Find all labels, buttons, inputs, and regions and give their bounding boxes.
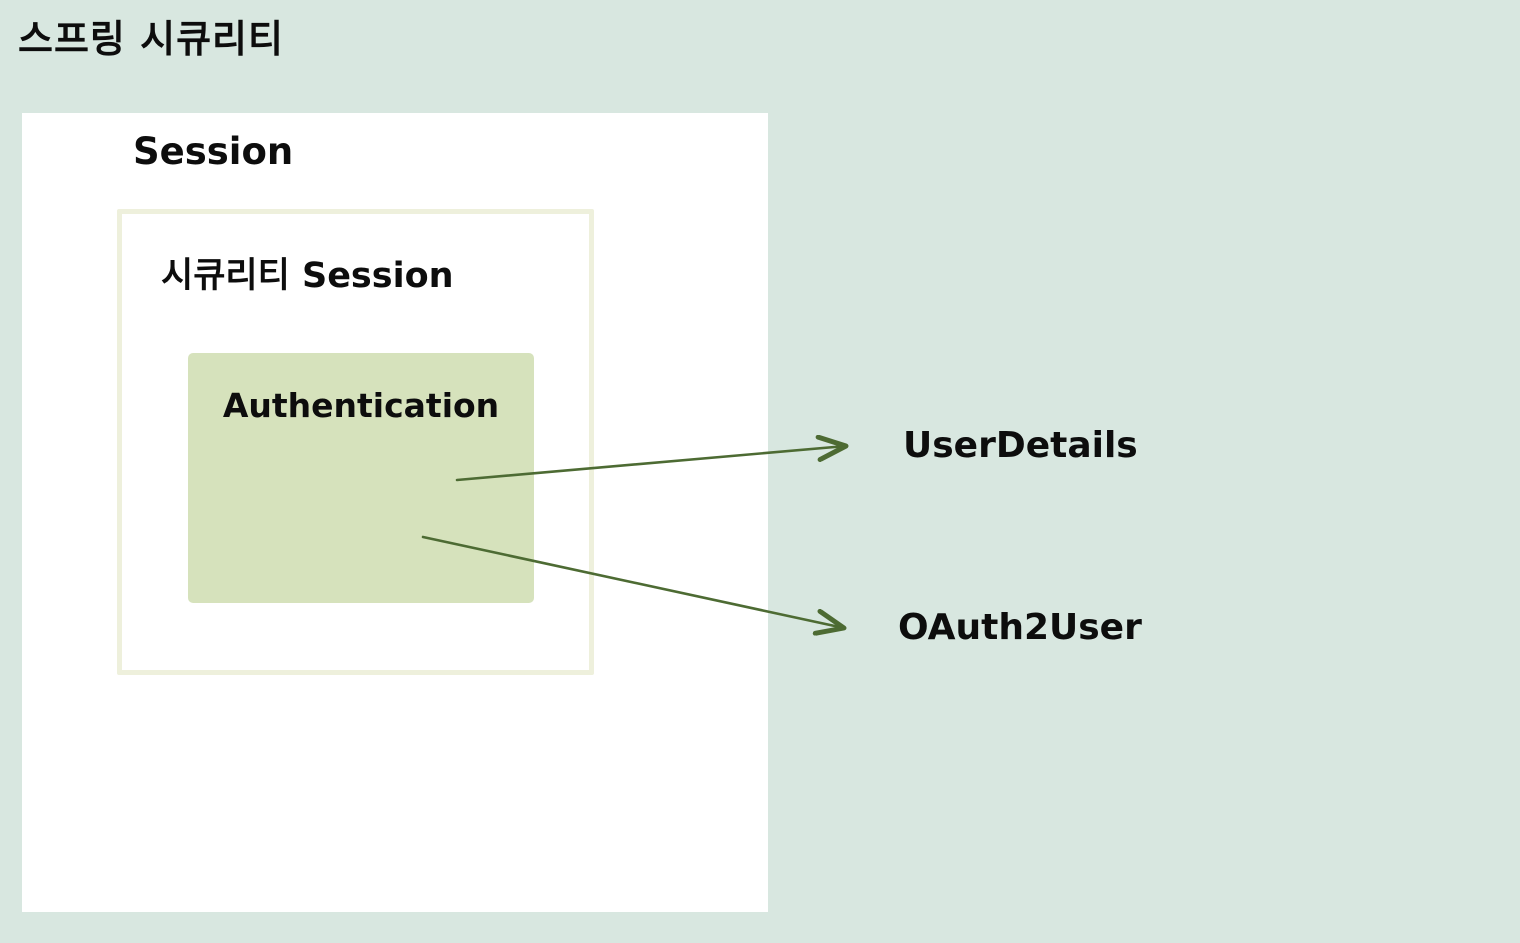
- userdetails-label: UserDetails: [903, 425, 1138, 466]
- oauth2user-label: OAuth2User: [898, 607, 1142, 648]
- security-session-box-label: 시큐리티 Session: [161, 256, 454, 296]
- authentication-box-label: Authentication: [222, 386, 500, 425]
- page-title: 스프링 시큐리티: [18, 17, 284, 61]
- session-box-label: Session: [133, 130, 294, 173]
